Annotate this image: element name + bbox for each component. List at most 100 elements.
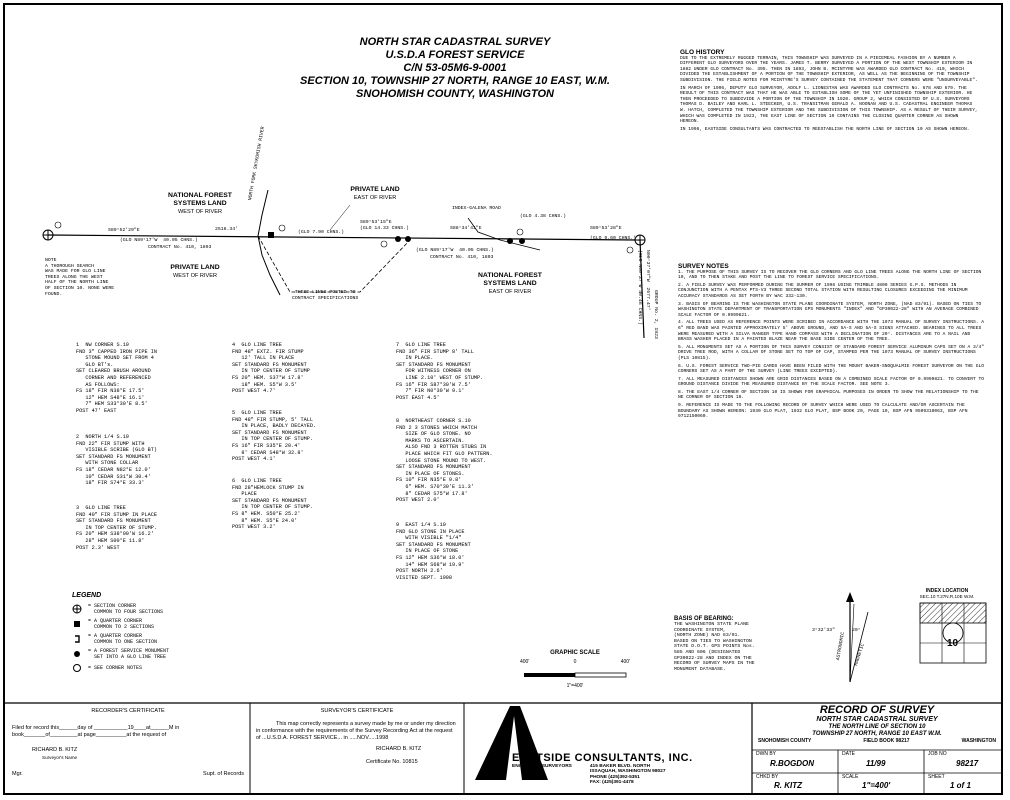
label-text: SYSTEMS LAND — [173, 200, 227, 207]
fs-monument-icon — [507, 238, 513, 244]
river-line — [257, 189, 281, 296]
corner-note-icon — [516, 228, 524, 236]
survey-notes: SURVEY NOTES 1. THE PURPOSE OF THIS SURV… — [678, 263, 984, 422]
index-grid — [919, 602, 987, 664]
legend-row: = SEE CORNER NOTES — [72, 663, 292, 673]
title-line-1: NORTH STAR CADASTRAL SURVEY — [359, 36, 551, 48]
private-land-west-label: PRIVATE LAND WEST OF RIVER — [140, 264, 250, 280]
quarter-corner-one-icon — [75, 635, 80, 643]
corner-note-1: 1 NW CORNER S.10 FND 3" CAPPED IRON PIPE… — [76, 342, 157, 414]
record-fieldbook: FIELD BOOK 98217 — [863, 738, 910, 744]
road-label: INDEX-GALENA ROAD — [452, 206, 501, 211]
astronomic-north-arrow — [849, 603, 855, 683]
legend: LEGEND = SECTION CORNER COMMON TO FOUR S… — [72, 592, 292, 676]
legend-heading: LEGEND — [72, 592, 102, 599]
label-text: NATIONAL FOREST — [168, 192, 232, 199]
legend-text: = A QUARTER CORNER COMMON TO ONE SECTION — [88, 633, 158, 645]
scale-right: 400' — [620, 659, 630, 665]
title-line-3: C/N 53-05M6-9-0001 — [403, 62, 507, 74]
legend-row: = A QUARTER CORNER COMMON TO 2 SECTIONS — [72, 618, 292, 630]
job-value: 98217 — [956, 759, 979, 768]
firm-address-line: ISSAQUAH, WASHINGTON 98027 — [589, 769, 666, 775]
surveyor-heading: SURVEYOR'S CERTIFICATE — [320, 708, 394, 714]
date-label: DATE — [842, 751, 855, 757]
section-corner-icon — [42, 229, 54, 241]
corner-note-4: 4 GLO LINE TREE FND 48" EXTZ. FIR STUMP … — [232, 342, 310, 395]
corner-note-5: 5 GLO LINE TREE FND 48" FIR STUMP, 5' TA… — [232, 410, 317, 463]
glo-history-paragraph: IN MARCH OF 1906, DEPUTY GLO SURVEYOR, A… — [680, 85, 978, 125]
record-title: RECORD OF SURVEY — [819, 704, 935, 716]
date-value: 11/99 — [866, 759, 886, 768]
road-line — [467, 217, 541, 251]
firm-block: EASTSIDE CONSULTANTS, INC. ENGINEERS-SUR… — [512, 752, 752, 786]
corner-note-9: 9 EAST 1/4 S.10 FND GLO STONE IN PLACE W… — [396, 522, 471, 581]
segment-bearing: S89°52'29"E — [108, 228, 140, 233]
north-section-line — [47, 234, 641, 241]
survey-note: 1. THE PURPOSE OF THIS SURVEY IS TO RECO… — [678, 269, 982, 281]
legend-row: = SECTION CORNER COMMON TO FOUR SECTIONS — [72, 603, 292, 615]
record-of-survey: RECORD OF SURVEY NORTH STAR CADASTRAL SU… — [756, 704, 998, 744]
glo-call-west: (GLO N89°17'W 40.05 CHNS.) — [120, 238, 198, 243]
legend-text: = SECTION CORNER COMMON TO FOUR SECTIONS — [88, 603, 164, 615]
scale-value: 1"=400' — [862, 781, 891, 790]
chkd-by-value: R. KITZ — [774, 781, 802, 790]
recorder-certificate: RECORDER'S CERTIFICATE Filed for record … — [12, 708, 244, 778]
firm-fax: FAX: (425)391-4478 — [589, 780, 634, 786]
corner-note-icon — [626, 246, 634, 254]
record-county: SNOHOMISH COUNTY — [758, 738, 812, 744]
scale-zero: 0 — [573, 659, 577, 665]
east-section-line — [639, 239, 645, 339]
recorder-heading: RECORDER'S CERTIFICATE — [91, 708, 165, 714]
job-label: JOB NO — [928, 751, 947, 757]
label-subtext: EAST OF RIVER — [353, 195, 397, 201]
index-sub: SEC.10 T.27N.R.10E W.M. — [919, 594, 975, 599]
corner-note-8: 8 NORTHEAST CORNER S.10 FND 2 3 STONES W… — [396, 418, 493, 504]
surveyor-cert-no: Certificate No. 10815 — [366, 759, 418, 765]
label-text: NATIONAL FOREST — [478, 272, 542, 279]
segment-glo: (GLO 9.60 CHNS.) — [590, 236, 637, 241]
north-arrowhead-icon — [846, 592, 854, 602]
corner-note-2: 2 NORTH 1/4 S.10 FND 22" FIR STUMP WITH … — [76, 434, 157, 487]
magnetic-north-arrow — [849, 611, 869, 683]
label-subtext: EAST OF RIVER — [488, 289, 532, 295]
fs-monument-icon — [519, 238, 525, 244]
index-section-number: 10 — [947, 638, 959, 649]
label-subtext: WEST OF RIVER — [177, 209, 223, 215]
segment-bearing: S89°53'28"E — [590, 226, 622, 231]
sheet-value: 1 of 1 — [950, 781, 971, 790]
scale-bar — [524, 672, 627, 678]
mgr-label: Mgr. — [12, 771, 23, 777]
fs-monument-icon — [395, 236, 401, 242]
convergence-angle: 3°32'33" — [812, 628, 836, 633]
segment-glo: (GLO 4.38 CHNS.) — [520, 214, 567, 219]
segment-bearing: S88°34'41"E — [450, 226, 482, 231]
section-corner-icon — [72, 604, 82, 614]
quarter-corner-icon — [74, 621, 80, 627]
title-line-5: SNOHOMISH COUNTY, WASHINGTON — [355, 88, 555, 100]
national-forest-west-label: NATIONAL FOREST SYSTEMS LAND WEST OF RIV… — [140, 192, 260, 216]
record-sub: TOWNSHIP 27 NORTH, RANGE 10 EAST W.M. — [812, 731, 942, 737]
survey-note: 5. ALL MONUMENTS SET AS A PORTION OF THI… — [678, 344, 984, 361]
sheet-label: SHEET — [928, 774, 945, 780]
legend-row: = A FOREST SERVICE MONUMENT SET INTO A G… — [72, 648, 292, 660]
title-line-2: U.S.D.A FOREST SERVICE — [385, 49, 525, 61]
legend-text: = SEE CORNER NOTES — [88, 665, 143, 671]
corner-note-icon — [54, 221, 62, 229]
scale-ratio: 1"=400' — [566, 683, 584, 689]
corner-note-icon — [380, 240, 388, 248]
segment-bearing: S89°53'15"E — [360, 220, 392, 225]
recorder-name: RICHARD B. KITZ — [32, 747, 78, 753]
record-sub: NORTH STAR CADASTRAL SURVEY — [816, 716, 938, 723]
firm-phone: PHONE (425)392-5351 — [589, 774, 640, 780]
basis-heading: BASIS OF BEARING: — [674, 616, 734, 622]
posted-note: THESE LINES POSTED TO CONTRACT SPECIFICA… — [292, 290, 359, 301]
label-text: PRIVATE LAND — [170, 264, 220, 271]
segment-glo: (GLO 14.33 CHNS.) — [360, 226, 409, 231]
dwn-by-label: DWN BY — [756, 751, 776, 757]
corner-note-icon — [73, 664, 81, 672]
graphic-scale: GRAPHIC SCALE 400' 0 400' 1"=400' — [520, 650, 630, 689]
record-state: WASHINGTON — [961, 738, 996, 744]
corner-note-icon — [278, 224, 286, 232]
surveyor-certificate: SURVEYOR'S CERTIFICATE This map correctl… — [256, 708, 458, 766]
